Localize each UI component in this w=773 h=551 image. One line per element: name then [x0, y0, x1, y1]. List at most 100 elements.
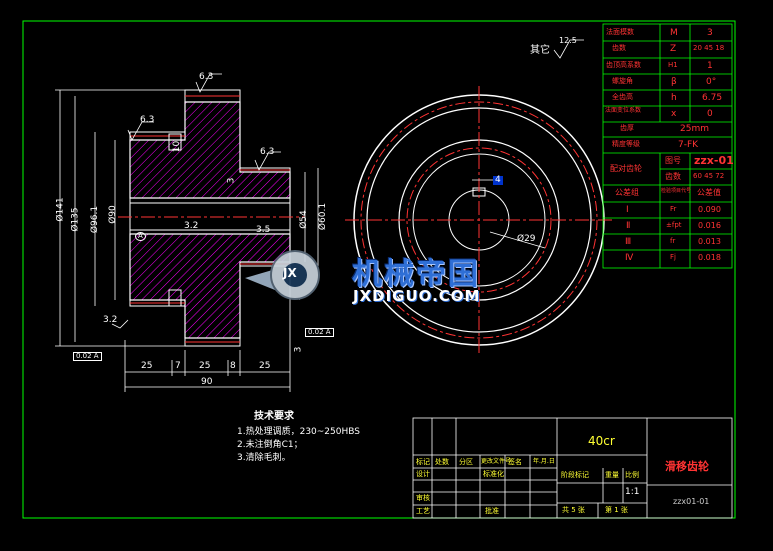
param-name: 齿厚 — [620, 124, 634, 132]
dim-d141: Ø141 — [55, 197, 66, 222]
roughness-6-3-c: 6.3 — [260, 147, 275, 157]
part-name: 滑移齿轮 — [665, 460, 709, 473]
drawing-no-label: 图号 — [665, 156, 681, 165]
rev-header: 处数 — [435, 458, 449, 466]
tolerance-frame-a: 0.02 A — [305, 328, 334, 337]
roughness-3-5: 3.5 — [256, 225, 271, 235]
param-name: 全齿高 — [612, 93, 633, 101]
tol-group: Ⅳ — [625, 253, 634, 263]
param-sym: M — [670, 28, 678, 38]
rev-header: 签名 — [508, 458, 522, 466]
tol-val: 0.090 — [698, 205, 721, 214]
label-process: 工艺 — [416, 507, 430, 515]
mating-gear-label: 配对齿轮 — [610, 164, 642, 173]
dim-keyway: 4 — [493, 175, 503, 185]
section-view — [118, 89, 305, 347]
watermark-url: JXDIGUO.COM — [353, 287, 481, 305]
label-weight: 重量 — [605, 471, 619, 479]
dim-len-25-c: 25 — [259, 361, 271, 371]
rev-header: 标记 — [416, 458, 430, 466]
param-val: 0 — [707, 109, 713, 119]
param-val: 0° — [706, 77, 717, 87]
label-sheets: 共 5 张 — [562, 506, 585, 514]
dim-len-7: 7 — [175, 361, 181, 371]
roughness-3-2: 3.2 — [184, 221, 199, 231]
param-name: 齿数 — [612, 44, 626, 52]
label-standard: 标准化 — [483, 470, 504, 478]
param-val: 25mm — [680, 124, 709, 134]
dim-d90: Ø90 — [107, 205, 118, 224]
tol-code: Fj — [670, 253, 676, 261]
tech-req-item: 3.清除毛刺。 — [237, 453, 291, 463]
param-val: 7-FK — [678, 140, 699, 150]
tol-group: Ⅱ — [626, 221, 631, 231]
param-name: 螺旋角 — [612, 77, 633, 85]
param-sym: β — [671, 77, 677, 87]
roughness-3-2-b: 3.2 — [103, 315, 118, 325]
param-sym: x — [671, 109, 677, 119]
param-sym: H1 — [668, 61, 678, 69]
tol-val: 0.013 — [698, 237, 721, 246]
label-sheet: 第 1 张 — [605, 506, 628, 514]
roughness-symbol — [553, 39, 584, 59]
rev-header: 年.月.日 — [533, 458, 555, 465]
tol-group: Ⅲ — [625, 237, 632, 247]
label-design: 设计 — [416, 470, 430, 478]
tol-header: 公差值 — [697, 188, 721, 197]
dim-len-25-b: 25 — [199, 361, 211, 371]
param-sym: h — [671, 93, 677, 103]
label-stage: 阶段标记 — [561, 471, 589, 479]
dim-d135: Ø135 — [70, 207, 81, 232]
watermark-badge: JX — [283, 266, 297, 280]
drawing-no: zzx-01 — [694, 154, 734, 167]
end-view — [345, 86, 613, 354]
tol-val: 0.018 — [698, 253, 721, 262]
dim-hole: Ø29 — [517, 234, 536, 244]
dim-d96: Ø96.1 — [90, 205, 101, 234]
param-name: 齿顶高系数 — [606, 61, 641, 69]
other-roughness-value: 12.5 — [559, 36, 577, 45]
param-val: 6.75 — [702, 93, 723, 103]
tol-header: 检验项目代号 — [661, 188, 692, 194]
teeth-values: 60 45 72 — [693, 172, 725, 180]
dimension-lines — [55, 73, 319, 392]
scale: 1:1 — [625, 487, 640, 497]
watermark-title: 机械帝国 — [352, 257, 480, 292]
roughness-6-3-b: 6.3 — [140, 115, 155, 125]
param-sym: Z — [670, 44, 677, 54]
tol-group: Ⅰ — [626, 205, 629, 215]
other-surface-label: 其它 — [530, 45, 550, 56]
tol-code: fr — [670, 237, 676, 245]
teeth-label: 齿数 — [665, 172, 681, 181]
dim-d54: Ø54 — [298, 210, 309, 229]
param-name: 法面变位系数 — [605, 107, 642, 114]
tol-code: ±fpt — [666, 221, 682, 229]
watermark-logo — [245, 250, 320, 300]
tech-req-title: 技术要求 — [254, 411, 294, 422]
material: 40cr — [588, 434, 615, 448]
param-val: 20 45 18 — [693, 44, 725, 52]
dim-step-3-b: 3 — [293, 346, 304, 353]
tol-header: 公差组 — [615, 188, 639, 197]
tech-req-item: 2.未注倒角C1； — [237, 440, 303, 450]
datum-a: A — [135, 232, 146, 241]
roughness-6-3-a: 6.3 — [199, 72, 214, 82]
title-block-grid — [412, 417, 733, 519]
dim-step-3: 3 — [226, 177, 237, 184]
tolerance-frame-b: 0.02 A — [73, 352, 102, 361]
param-val: 1 — [707, 61, 713, 71]
tol-val: 0.016 — [698, 221, 721, 230]
dim-d60: Ø60.1 — [318, 202, 329, 231]
param-table-grid — [602, 23, 733, 269]
dim-gap-10: 10 — [172, 140, 183, 153]
label-check: 审核 — [416, 494, 430, 502]
label-approve: 批准 — [485, 507, 499, 515]
dim-len-8: 8 — [230, 361, 236, 371]
drawing-code: zzx01-01 — [673, 497, 710, 506]
param-name: 精度等级 — [612, 140, 640, 148]
dim-len-25-a: 25 — [141, 361, 153, 371]
param-val: 3 — [707, 28, 713, 38]
param-name: 法面模数 — [606, 28, 634, 36]
